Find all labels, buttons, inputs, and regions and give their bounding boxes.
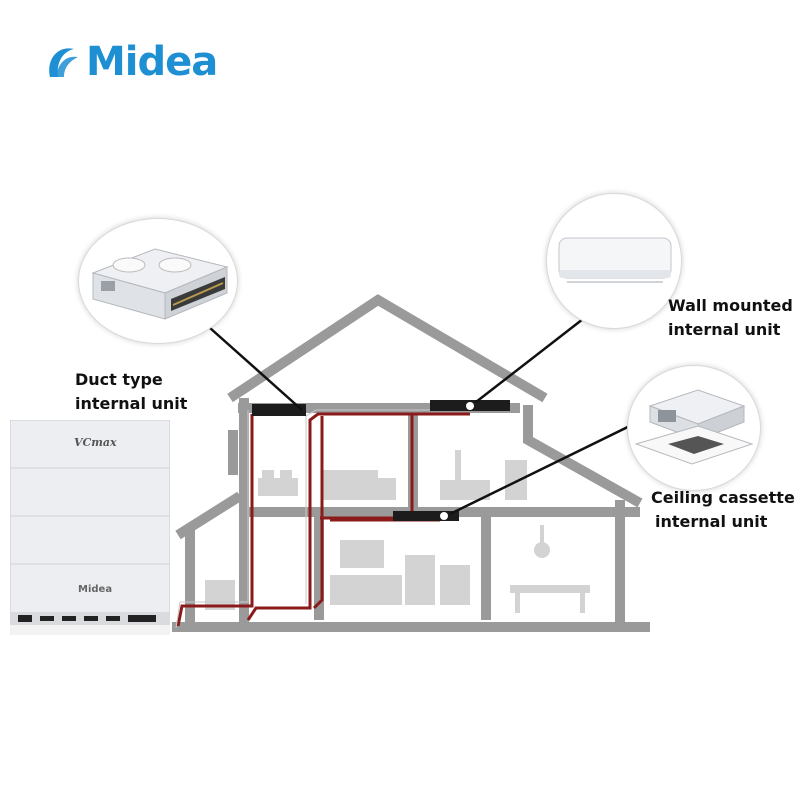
right-roof-lower [523, 405, 643, 508]
cassette-label-line2: internal unit [655, 512, 768, 531]
chimney [228, 430, 238, 475]
wall-label-line2: internal unit [668, 320, 781, 339]
duct-unit-circle [78, 218, 238, 344]
cassette-unit-label: Ceiling cassette internal unit [651, 486, 795, 534]
wall-unit-illustration [558, 237, 672, 283]
wall-unit-dot [466, 402, 474, 410]
midea-wordmark: Midea [86, 39, 218, 85]
duct-label-line1: Duct type [75, 370, 163, 389]
pipe-outline [175, 409, 470, 629]
duct-label-line2: internal unit [75, 394, 188, 413]
outdoor-unit-illustration [10, 420, 170, 635]
ground-line [172, 622, 650, 632]
cassette-label-line1: Ceiling cassette [651, 488, 795, 507]
cassette-unit-circle [627, 365, 761, 491]
wall-unit-label: Wall mounted internal unit [668, 294, 793, 342]
duct-unit-mark [252, 404, 306, 416]
outdoor-model-badge: VCmax [74, 436, 117, 449]
cassette-unit-dot [440, 512, 448, 520]
cassette-unit-mark [393, 511, 459, 521]
connector-lines [209, 311, 643, 516]
outdoor-unit: VCmax Midea [10, 420, 170, 635]
roof-outline [227, 294, 548, 403]
refrigerant-pipes [176, 412, 470, 627]
furniture-silhouettes [205, 450, 590, 613]
midea-logo: Midea [44, 30, 218, 94]
midea-swoosh-icon [49, 48, 78, 77]
cassette-unit-illustration [634, 389, 754, 465]
duct-unit-illustration [91, 248, 229, 320]
wall-label-line1: Wall mounted [668, 296, 793, 315]
wall-unit-circle [546, 193, 682, 329]
outdoor-brand-badge: Midea [78, 584, 113, 595]
duct-unit-label: Duct type internal unit [75, 368, 187, 416]
